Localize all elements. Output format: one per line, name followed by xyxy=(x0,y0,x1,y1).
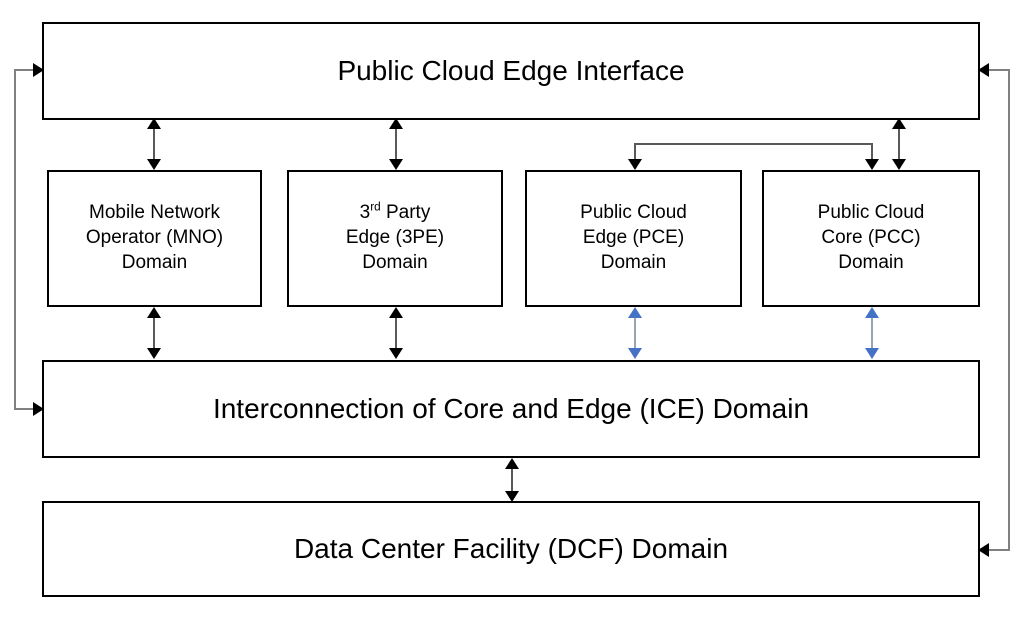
box-label-pcc: Public Cloud Core (PCC) Domain xyxy=(817,202,925,273)
arrowhead-down xyxy=(892,159,906,170)
arrowhead-down xyxy=(505,491,519,502)
connector-segment-bottom xyxy=(988,549,1010,551)
box-label-3pe-line3: Domain xyxy=(362,251,428,273)
box-interconnection-core-edge-domain[interactable]: Interconnection of Core and Edge (ICE) D… xyxy=(42,360,980,458)
arrowhead-up xyxy=(628,307,642,318)
arrowhead-down xyxy=(147,348,161,359)
bracket-left-drop xyxy=(634,143,636,167)
arrowhead-down xyxy=(628,348,642,359)
connector-segment-top xyxy=(988,69,1010,71)
arrowhead-down xyxy=(389,348,403,359)
box-public-cloud-edge-interface[interactable]: Public Cloud Edge Interface xyxy=(42,22,980,120)
arrowhead-down xyxy=(147,159,161,170)
box-public-cloud-edge-domain[interactable]: Public Cloud Edge (PCE) Domain xyxy=(525,170,742,307)
arrow-shaft xyxy=(395,122,397,167)
box-mobile-network-operator-domain[interactable]: Mobile Network Operator (MNO) Domain xyxy=(47,170,262,307)
box-label-3pe-line1-post: Party xyxy=(380,202,431,224)
bracket-horizontal xyxy=(634,143,872,145)
arrowhead-up xyxy=(505,458,519,469)
arrow-shaft xyxy=(898,122,900,167)
arrowhead-up xyxy=(892,118,906,129)
box-label-dcf: Data Center Facility (DCF) Domain xyxy=(293,532,729,564)
bracket-right-drop xyxy=(871,143,873,167)
arrowhead-down xyxy=(865,348,879,359)
ordinal-suffix-superscript: rd xyxy=(370,201,381,215)
arrow-shaft xyxy=(153,311,155,356)
arrow-shaft xyxy=(511,462,513,500)
arrowhead-down-into-pce xyxy=(628,159,642,170)
connector-segment-vertical xyxy=(14,69,16,409)
connector-segment-bottom xyxy=(14,408,44,410)
box-public-cloud-core-domain[interactable]: Public Cloud Core (PCC) Domain xyxy=(762,170,980,307)
arrow-shaft xyxy=(634,311,636,356)
arrowhead-up xyxy=(389,118,403,129)
box-label-3pe-line1-pre: 3 xyxy=(359,202,371,224)
box-label-3pe-line2: Edge (3PE) xyxy=(345,227,445,249)
arrowhead-right-into-pcei xyxy=(33,63,44,77)
arrowhead-up xyxy=(865,307,879,318)
box-data-center-facility-domain[interactable]: Data Center Facility (DCF) Domain xyxy=(42,501,980,597)
arrowhead-left-into-dcf xyxy=(978,543,989,557)
arrowhead-up xyxy=(147,118,161,129)
arrow-shaft xyxy=(871,311,873,356)
arrow-shaft xyxy=(153,122,155,167)
box-label-mno: Mobile Network Operator (MNO) Domain xyxy=(85,202,224,273)
box-label-pce: Public Cloud Edge (PCE) Domain xyxy=(580,202,687,273)
arrowhead-up xyxy=(147,307,161,318)
box-label-public-cloud-edge-interface: Public Cloud Edge Interface xyxy=(337,54,685,86)
arrowhead-down-into-pcc xyxy=(865,159,879,170)
arrowhead-left-into-pcei xyxy=(978,63,989,77)
box-label-ice: Interconnection of Core and Edge (ICE) D… xyxy=(212,392,810,424)
connector-segment-top xyxy=(14,69,44,71)
arrowhead-down xyxy=(389,159,403,170)
arrowhead-right-into-ice xyxy=(33,402,44,416)
arrow-shaft xyxy=(395,311,397,356)
arrowhead-up xyxy=(389,307,403,318)
connector-segment-vertical xyxy=(1008,69,1010,550)
